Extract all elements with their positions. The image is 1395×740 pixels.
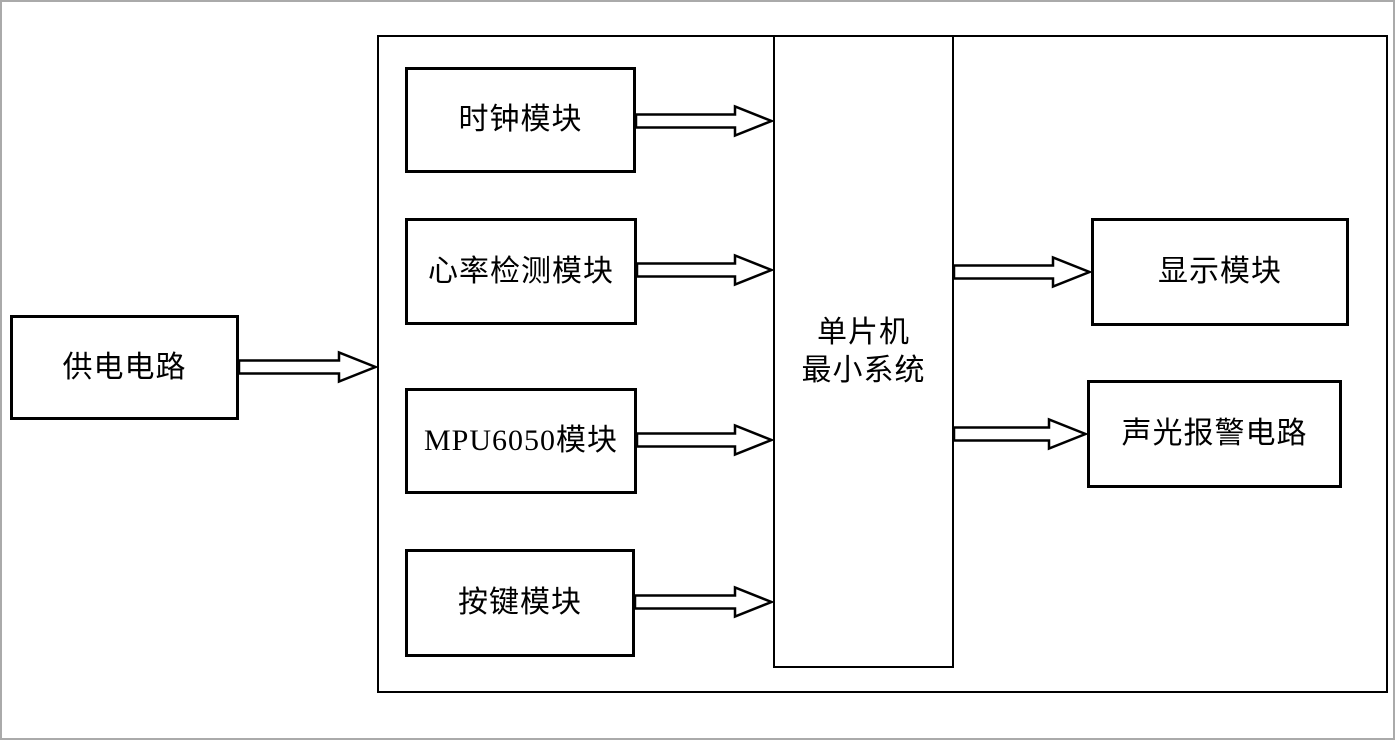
- arrow-heart-rate-to-mcu-icon: [635, 253, 775, 287]
- arrow-power-to-system-icon: [237, 350, 379, 384]
- power-supply-label: 供电电路: [62, 350, 187, 384]
- mcu-label-line2: 最小系统: [801, 353, 926, 387]
- alarm-circuit-box: 声光报警电路: [1087, 380, 1342, 488]
- arrow-mcu-to-display-icon: [952, 255, 1093, 289]
- clock-module-label: 时钟模块: [458, 103, 583, 137]
- arrow-clock-to-mcu-icon: [634, 104, 775, 138]
- mcu-minimal-system-box: 单片机 最小系统: [773, 35, 954, 668]
- display-module-label: 显示模块: [1158, 255, 1282, 289]
- arrow-mcu-to-alarm-icon: [952, 417, 1089, 451]
- display-module-box: 显示模块: [1091, 218, 1349, 326]
- keypad-module-label: 按键模块: [458, 586, 582, 620]
- clock-module-box: 时钟模块: [405, 67, 636, 173]
- keypad-module-box: 按键模块: [405, 549, 635, 657]
- arrow-mpu6050-to-mcu-icon: [635, 423, 775, 457]
- heart-rate-module-box: 心率检测模块: [405, 218, 637, 325]
- mpu6050-module-box: MPU6050模块: [405, 388, 637, 494]
- heart-rate-module-label: 心率检测模块: [428, 254, 614, 288]
- mcu-label-line1: 单片机: [817, 316, 910, 349]
- alarm-circuit-label: 声光报警电路: [1121, 417, 1308, 451]
- arrow-keypad-to-mcu-icon: [633, 585, 775, 619]
- power-supply-box: 供电电路: [10, 315, 239, 420]
- mpu6050-module-label: MPU6050模块: [423, 424, 619, 458]
